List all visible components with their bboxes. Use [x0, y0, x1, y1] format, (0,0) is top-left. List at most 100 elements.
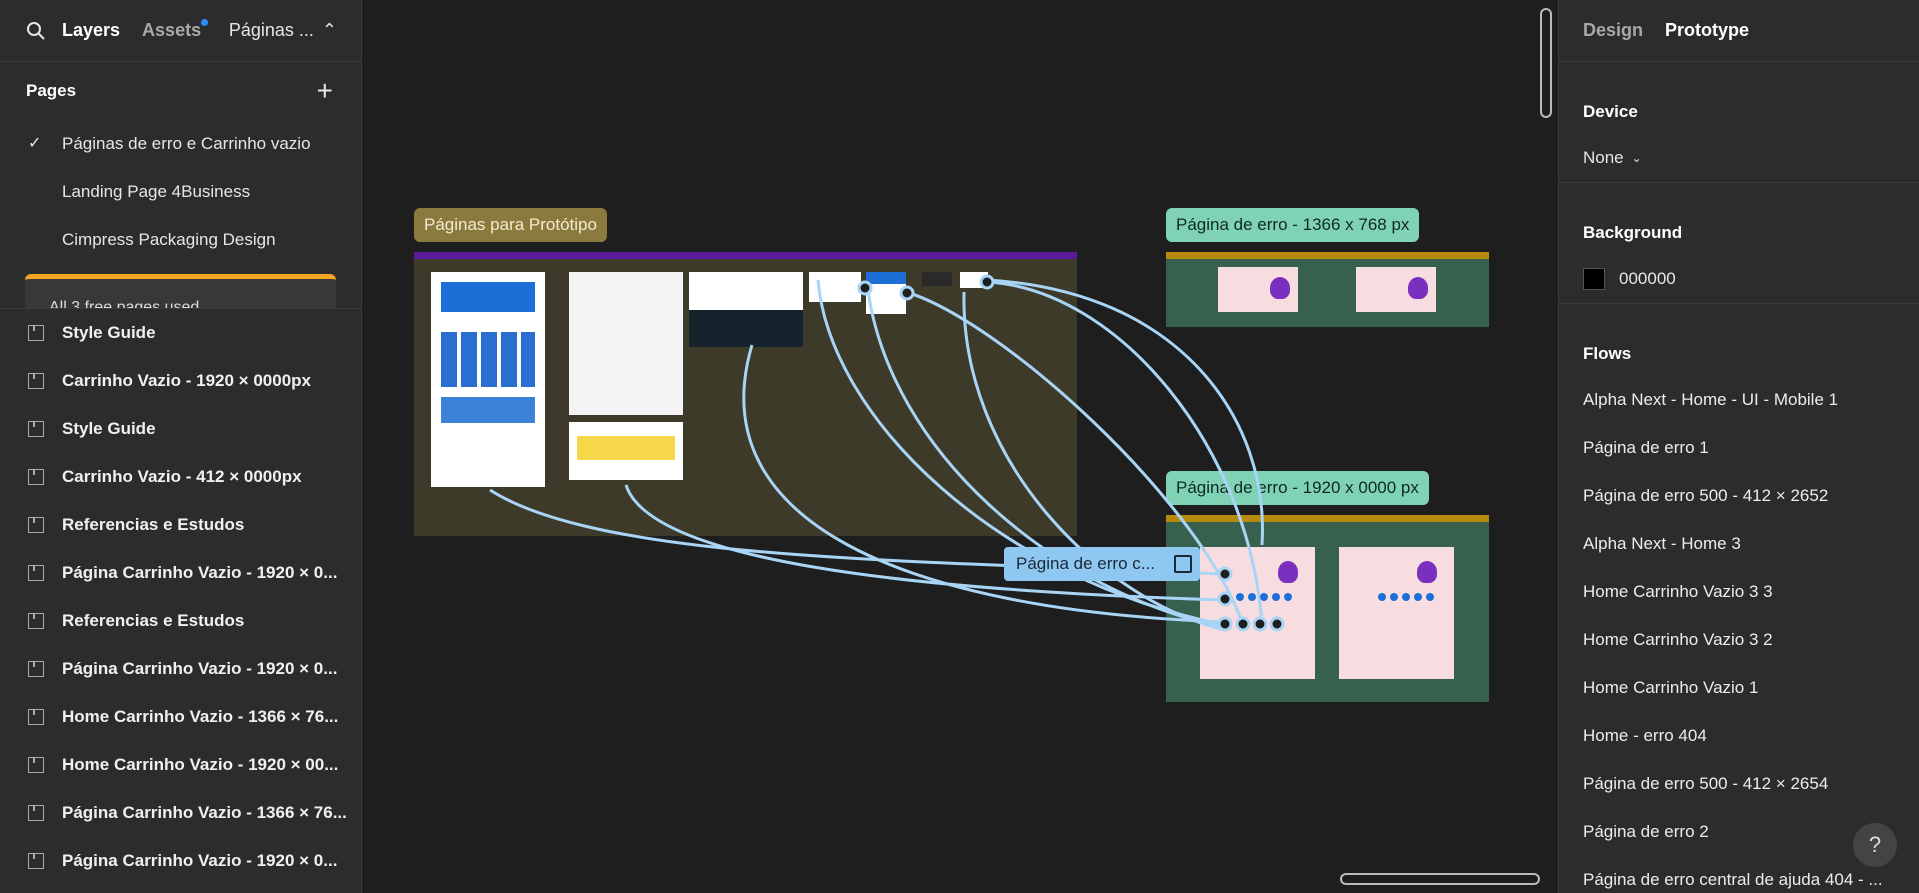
frame-icon [28, 709, 44, 725]
tab-design[interactable]: Design [1583, 20, 1644, 40]
play-flow-icon[interactable] [1174, 555, 1192, 573]
thumb-promo [441, 397, 535, 423]
frame-thumbnail[interactable] [960, 272, 988, 288]
page-item-landing[interactable]: Landing Page 4Business [0, 168, 361, 216]
flow-starting-point-tag[interactable]: Página de erro c... [1004, 547, 1200, 581]
layer-item[interactable]: Referencias e Estudos [0, 597, 361, 645]
section-label-text: Páginas para Protótipo [424, 215, 597, 234]
layer-label: Carrinho Vazio - 1920 × 0000px [62, 371, 311, 390]
tab-assets[interactable]: Assets [142, 19, 209, 41]
layer-item[interactable]: Página Carrinho Vazio - 1366 × 76... [0, 789, 361, 837]
frame-icon [28, 565, 44, 581]
illustration-icon [1278, 561, 1298, 583]
chevron-up-icon: ⌃ [321, 20, 337, 40]
frame-thumbnail[interactable] [1218, 267, 1298, 312]
section-top-stripe [1166, 252, 1489, 259]
section-error-1366[interactable] [1166, 252, 1489, 327]
background-color-field[interactable]: 000000 [1583, 255, 1895, 303]
layer-label: Página Carrinho Vazio - 1920 × 0... [62, 659, 338, 678]
frame-icon [28, 517, 44, 533]
frame-thumbnail[interactable] [569, 272, 683, 415]
frame-thumbnail[interactable] [1200, 547, 1315, 679]
flow-item[interactable]: Alpha Next - Home - UI - Mobile 1 [1583, 390, 1839, 409]
flow-item[interactable]: Home Carrinho Vazio 3 2 [1583, 630, 1773, 649]
search-icon[interactable] [24, 19, 48, 43]
tab-prototype[interactable]: Prototype [1665, 20, 1750, 40]
frame-thumbnail[interactable] [1339, 547, 1454, 679]
illustration-icon [1270, 277, 1290, 299]
frame-icon [28, 853, 44, 869]
color-swatch[interactable] [1583, 268, 1605, 290]
section-label-error-1366[interactable]: Página de erro - 1366 x 768 px [1166, 208, 1420, 242]
flow-item[interactable]: Home Carrinho Vazio 1 [1583, 678, 1759, 697]
layer-label: Página Carrinho Vazio - 1920 × 0... [62, 563, 338, 582]
layer-item[interactable]: Home Carrinho Vazio - 1920 × 00... [0, 741, 361, 789]
frame-thumbnail[interactable] [1356, 267, 1436, 312]
frame-icon [28, 421, 44, 437]
flow-item[interactable]: Página de erro 1 [1583, 438, 1709, 457]
frame-thumbnail[interactable] [866, 272, 906, 314]
layer-item[interactable]: Carrinho Vazio - 412 × 0000px [0, 453, 361, 501]
layer-label: Referencias e Estudos [62, 515, 245, 534]
device-select[interactable]: None ⌄ [1583, 134, 1895, 182]
flow-item[interactable]: Home - erro 404 [1583, 726, 1707, 745]
section-label-text: Página de erro - 1920 x 0000 px [1176, 478, 1419, 497]
page-selector[interactable]: Páginas ...⌃ [229, 20, 337, 41]
thumb-hero [441, 282, 535, 312]
checkmark-icon: ✓ [28, 135, 42, 152]
frame-thumbnail[interactable] [431, 272, 545, 487]
layer-label: Home Carrinho Vazio - 1366 × 76... [62, 707, 339, 726]
thumb-grid [441, 332, 535, 387]
flow-item[interactable]: Alpha Next - Home 3 [1583, 534, 1741, 553]
help-button[interactable]: ? [1853, 823, 1897, 867]
device-heading: Device [1583, 102, 1638, 121]
flow-item[interactable]: Home Carrinho Vazio 3 3 [1583, 582, 1773, 601]
layer-label: Style Guide [62, 323, 156, 342]
thumb-banner [577, 436, 675, 460]
vertical-scrollbar[interactable] [1540, 8, 1552, 118]
flow-item[interactable]: Página de erro 500 - 412 × 2652 [1583, 486, 1829, 505]
layer-item[interactable]: Style Guide [0, 405, 361, 453]
pages-heading: Pages [26, 81, 77, 100]
layer-item[interactable]: Referencias e Estudos [0, 501, 361, 549]
frame-icon [28, 757, 44, 773]
tab-layers[interactable]: Layers [62, 20, 121, 40]
layer-item[interactable]: Home Carrinho Vazio - 1366 × 76... [0, 693, 361, 741]
illustration-icon [1417, 561, 1437, 583]
frame-thumbnail[interactable] [922, 272, 952, 286]
layer-label: Home Carrinho Vazio - 1920 × 00... [62, 755, 339, 774]
add-page-icon[interactable]: + [316, 75, 333, 106]
device-value: None [1583, 148, 1624, 167]
frame-thumbnail[interactable] [569, 422, 683, 480]
page-item-cimpress[interactable]: Cimpress Packaging Design [0, 216, 361, 264]
section-error-1920[interactable] [1166, 515, 1489, 702]
background-hex[interactable]: 000000 [1619, 269, 1676, 288]
page-item-erro-carrinho[interactable]: ✓ Páginas de erro e Carrinho vazio [0, 120, 361, 168]
section-top-stripe [414, 252, 1077, 259]
layer-label: Carrinho Vazio - 412 × 0000px [62, 467, 302, 486]
layer-item[interactable]: Página Carrinho Vazio - 1920 × 0... [0, 549, 361, 597]
device-section: Device None ⌄ [1559, 62, 1919, 183]
horizontal-scrollbar[interactable] [1340, 873, 1540, 885]
chevron-down-icon: ⌄ [1631, 151, 1642, 165]
layer-label: Página Carrinho Vazio - 1920 × 0... [62, 851, 338, 870]
flow-item[interactable]: Página de erro 2 [1583, 822, 1709, 841]
frame-icon [28, 373, 44, 389]
section-label-error-1920[interactable]: Página de erro - 1920 x 0000 px [1166, 471, 1429, 505]
section-label-prototype[interactable]: Páginas para Protótipo [414, 208, 607, 242]
section-prototype-pages[interactable] [414, 252, 1077, 536]
free-pages-banner: All 3 free pages used [25, 274, 336, 310]
layer-item[interactable]: Style Guide [0, 309, 361, 357]
design-canvas[interactable]: Páginas para Protótipo Página de erro - … [362, 0, 1558, 893]
frame-icon [28, 805, 44, 821]
section-top-stripe [1166, 515, 1489, 522]
assets-notification-dot [201, 19, 209, 26]
page-item-label: Cimpress Packaging Design [62, 230, 276, 249]
layer-item[interactable]: Carrinho Vazio - 1920 × 0000px [0, 357, 361, 405]
flow-item[interactable]: Página de erro 500 - 412 × 2654 [1583, 774, 1829, 793]
layer-item[interactable]: Página Carrinho Vazio - 1920 × 0... [0, 837, 361, 885]
frame-thumbnail[interactable] [689, 272, 803, 347]
frame-thumbnail[interactable] [809, 272, 861, 302]
layer-item[interactable]: Página Carrinho Vazio - 1920 × 0... [0, 645, 361, 693]
flow-item[interactable]: Página de erro central de ajuda 404 - ..… [1583, 870, 1883, 889]
